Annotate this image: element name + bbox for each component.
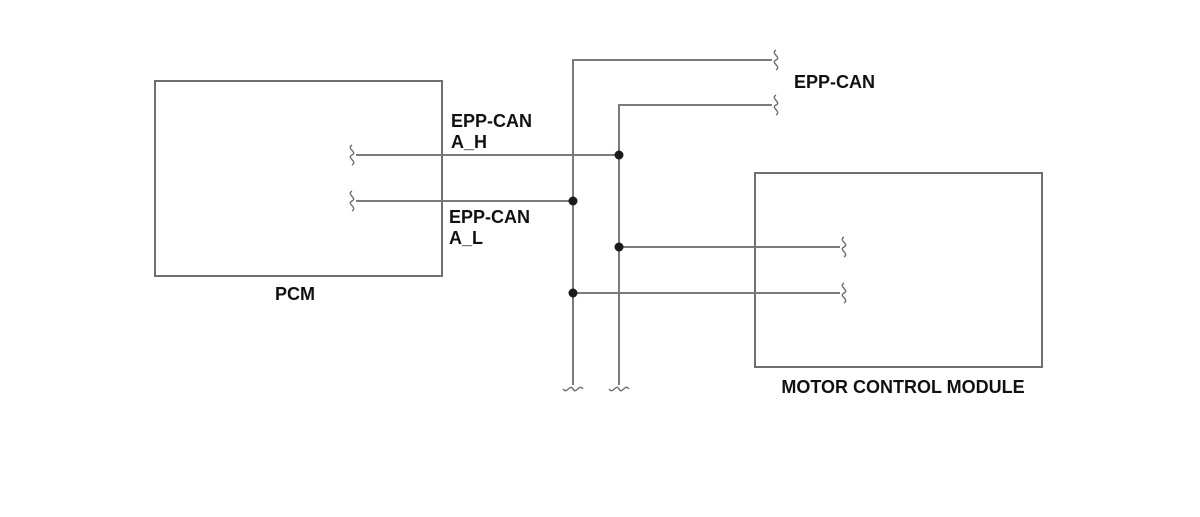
- break-mark-top-can-high: [773, 94, 779, 116]
- splice-node-pcm-can-high: [614, 150, 624, 160]
- pcm-label: PCM: [275, 284, 315, 304]
- break-mark-mcm-can-low: [841, 282, 847, 304]
- splice-node-mcm-can-high: [614, 242, 624, 252]
- break-mark-pcm-can-high: [349, 144, 355, 166]
- can-high-trunk-wire: [618, 104, 772, 385]
- epp-can-top-label: EPP-CAN: [794, 72, 875, 92]
- motor-control-module-box: [754, 172, 1043, 368]
- break-mark-top-can-low: [773, 49, 779, 71]
- epp-can-a-l-label-line2: A_L: [449, 228, 483, 248]
- break-mark-pcm-can-low: [349, 190, 355, 212]
- break-mark-bottom-can-low: [562, 386, 584, 392]
- epp-can-a-h-label-line1: EPP-CAN: [451, 111, 532, 131]
- pcm-box: [154, 80, 443, 277]
- can-low-trunk-wire: [572, 59, 772, 385]
- break-mark-bottom-can-high: [608, 386, 630, 392]
- epp-can-a-l-label-line1: EPP-CAN: [449, 207, 530, 227]
- motor-control-module-label: MOTOR CONTROL MODULE: [781, 377, 1024, 397]
- splice-node-pcm-can-low: [568, 196, 578, 206]
- splice-node-mcm-can-low: [568, 288, 578, 298]
- break-mark-mcm-can-high: [841, 236, 847, 258]
- epp-can-a-h-label-line2: A_H: [451, 132, 487, 152]
